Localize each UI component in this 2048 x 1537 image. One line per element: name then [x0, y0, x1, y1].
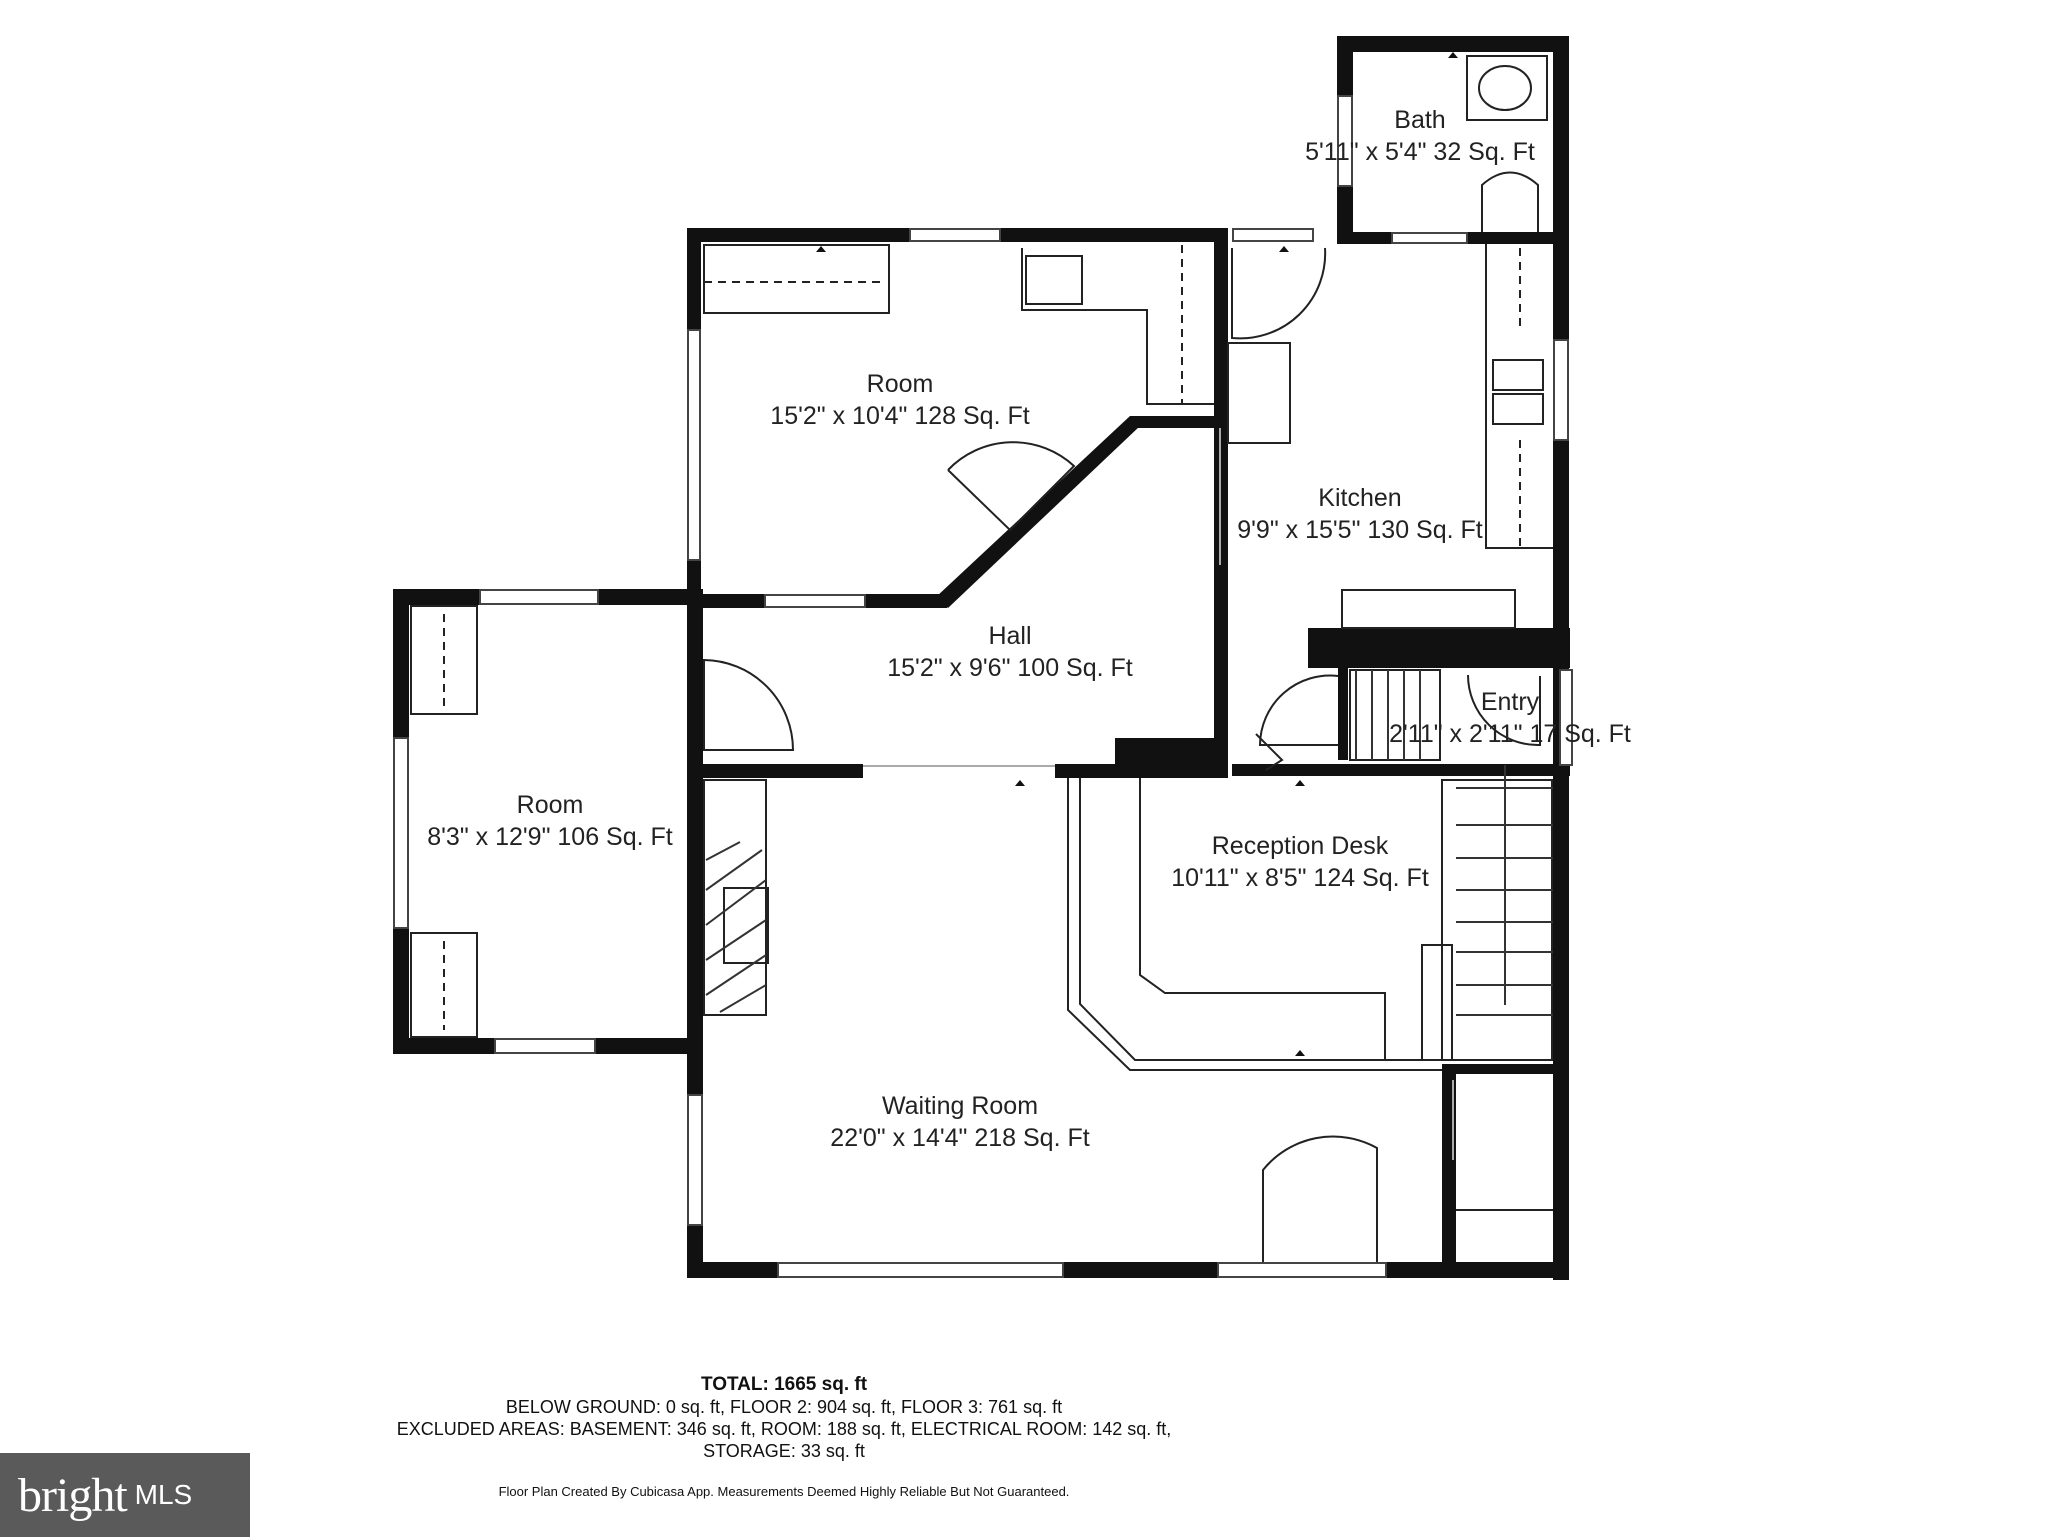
room-name: Kitchen	[1318, 484, 1402, 512]
windows	[393, 95, 1573, 1278]
room-label-reception: Reception Desk 10'11" x 8'5" 124 Sq. Ft	[1140, 830, 1460, 894]
room-dimensions: 22'0" x 14'4" 218 Sq. Ft	[830, 1124, 1090, 1152]
fixtures	[410, 55, 1553, 1262]
room-dimensions: 10'11" x 8'5" 124 Sq. Ft	[1171, 864, 1429, 892]
area-breakdown-line-1: BELOW GROUND: 0 sq. ft, FLOOR 2: 904 sq.…	[505, 1397, 1063, 1417]
room-label-room-top: Room 15'2" x 10'4" 128 Sq. Ft	[735, 368, 1065, 432]
area-breakdown-line-3: STORAGE: 33 sq. ft	[703, 1441, 865, 1461]
room-label-room-left: Room 8'3" x 12'9" 106 Sq. Ft	[400, 789, 700, 853]
markers	[816, 52, 1458, 1056]
room-dimensions: 15'2" x 10'4" 128 Sq. Ft	[770, 402, 1030, 430]
room-dimensions: 5'11" x 5'4" 32 Sq. Ft	[1305, 138, 1535, 166]
room-label-bath: Bath 5'11" x 5'4" 32 Sq. Ft	[1280, 104, 1560, 168]
room-label-entry: Entry 2'11" x 2'11" 17 Sq. Ft	[1340, 686, 1680, 750]
room-dimensions: 8'3" x 12'9" 106 Sq. Ft	[427, 823, 673, 851]
room-label-kitchen: Kitchen 9'9" x 15'5" 130 Sq. Ft	[1200, 482, 1520, 546]
room-name: Entry	[1480, 688, 1540, 716]
room-name: Room	[866, 370, 934, 398]
room-name: Room	[516, 791, 584, 819]
logo-mls-text: MLS	[134, 1479, 193, 1510]
room-dimensions: 2'11" x 2'11" 17 Sq. Ft	[1389, 720, 1631, 748]
credit-note: Floor Plan Created By Cubicasa App. Meas…	[498, 1484, 1070, 1499]
room-name: Waiting Room	[881, 1092, 1039, 1120]
room-name: Hall	[988, 622, 1032, 650]
room-name: Reception Desk	[1211, 832, 1389, 860]
area-breakdown-line-2: EXCLUDED AREAS: BASEMENT: 346 sq. ft, RO…	[396, 1419, 1172, 1439]
room-name: Bath	[1394, 106, 1446, 134]
logo-wordmark: bright	[18, 1468, 128, 1522]
bright-mls-logo: bright MLS	[0, 1453, 250, 1537]
room-dimensions: 9'9" x 15'5" 130 Sq. Ft	[1237, 516, 1483, 544]
room-label-waiting: Waiting Room 22'0" x 14'4" 218 Sq. Ft	[790, 1090, 1130, 1154]
total-area: TOTAL: 1665 sq. ft	[700, 1374, 868, 1395]
room-dimensions: 15'2" x 9'6" 100 Sq. Ft	[887, 654, 1133, 682]
room-label-hall: Hall 15'2" x 9'6" 100 Sq. Ft	[860, 620, 1160, 684]
